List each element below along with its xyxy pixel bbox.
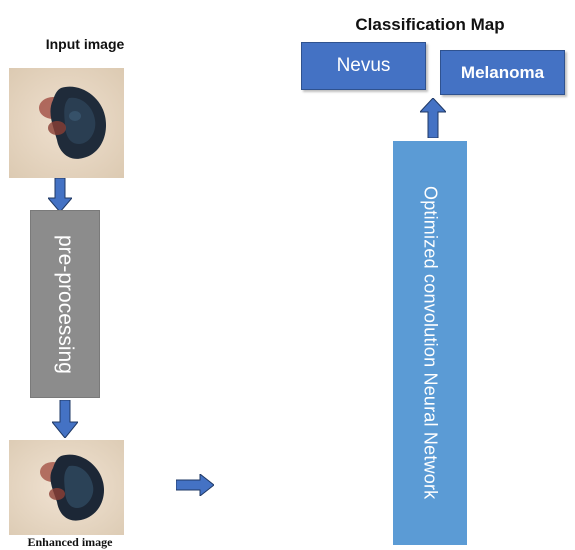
nevus-label: Nevus <box>336 55 391 76</box>
arrow-down-icon <box>52 400 78 438</box>
melanoma-label: Melanoma <box>460 62 545 82</box>
preprocessing-box: pre-processing <box>30 210 100 398</box>
cnn-box: Optimized convolution Neural Network <box>393 141 467 545</box>
classification-map-title: Classification Map <box>355 15 505 34</box>
input-lesion-image <box>9 68 124 178</box>
enhanced-image-title: Enhanced image <box>27 535 113 549</box>
enhanced-lesion-image <box>9 440 124 535</box>
melanoma-box: Melanoma <box>440 50 565 95</box>
arrow-up-icon <box>420 98 446 138</box>
nevus-box: Nevus <box>301 42 426 90</box>
cnn-label: Optimized convolution Neural Network <box>420 186 441 500</box>
preprocessing-label: pre-processing <box>54 234 77 374</box>
arrow-down-icon <box>48 178 72 212</box>
input-image-title: Input image <box>45 36 125 52</box>
arrow-right-icon <box>176 474 214 496</box>
